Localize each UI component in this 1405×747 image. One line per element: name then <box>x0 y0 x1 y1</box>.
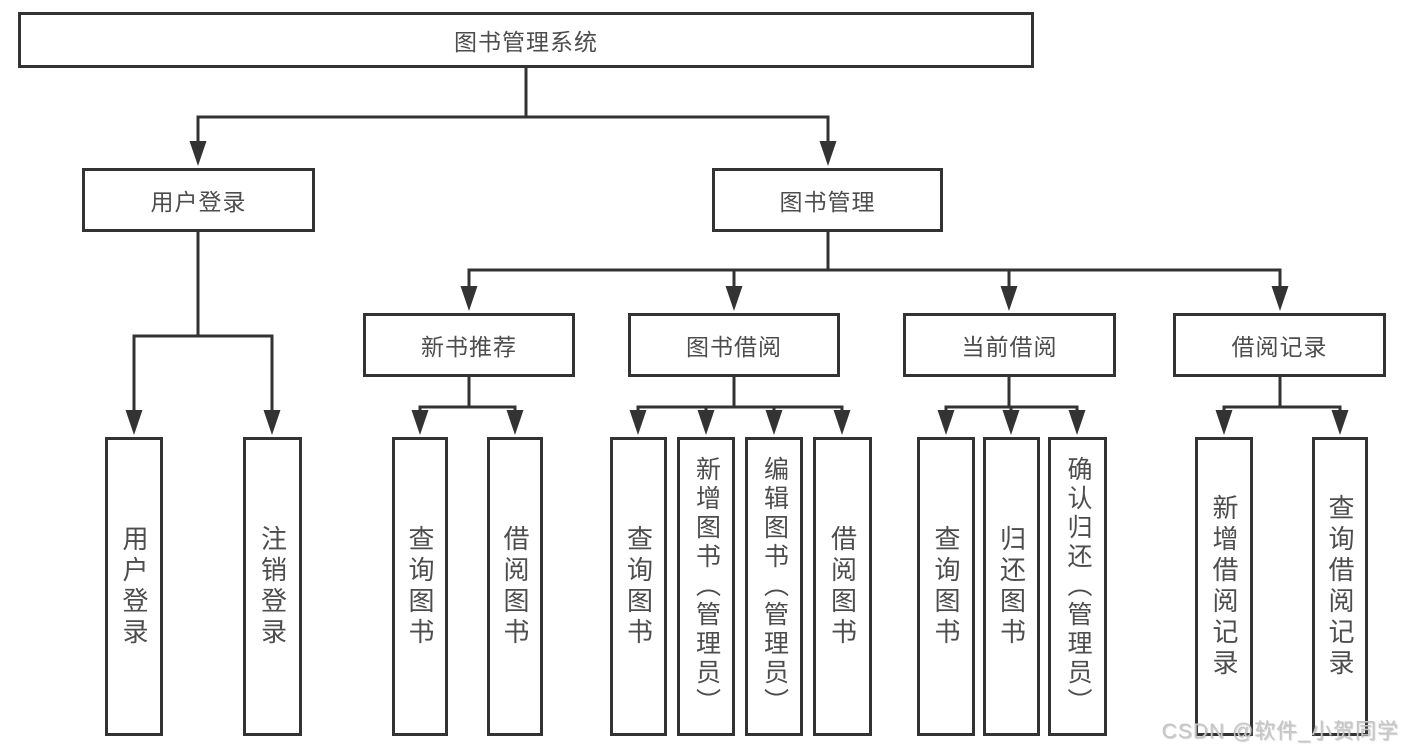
leaf-label: 借阅图书 <box>500 524 530 649</box>
leaf-add-borrow-record: 新增借阅记录 <box>1195 437 1253 736</box>
leaf-query-books-borrowing: 查询图书 <box>610 437 667 736</box>
leaf-label: 归还图书 <box>996 524 1027 649</box>
leaf-edit-books-admin: 编辑图书（管理员） <box>745 437 803 736</box>
leaf-label: 查询图书 <box>623 524 654 649</box>
arrowhead-icons <box>125 141 1349 435</box>
node-user-login: 用户登录 <box>82 168 315 232</box>
node-current-borrowing: 当前借阅 <box>903 313 1116 377</box>
node-label: 当前借阅 <box>961 334 1058 360</box>
leaf-label: 新增借阅记录 <box>1209 493 1239 680</box>
node-label: 新书推荐 <box>421 334 517 360</box>
leaf-query-books-current: 查询图书 <box>917 437 975 736</box>
leaf-query-books-recommend: 查询图书 <box>392 437 448 736</box>
leaf-label: 新增图书（管理员） <box>692 456 721 717</box>
node-label: 图书借阅 <box>686 334 782 360</box>
leaf-borrow-books-recommend: 借阅图书 <box>487 437 543 736</box>
leaf-add-books-admin: 新增图书（管理员） <box>677 437 735 736</box>
leaf-label: 用户登录 <box>119 524 149 649</box>
leaf-query-borrow-record: 查询借阅记录 <box>1312 437 1368 736</box>
node-new-book-recommendation: 新书推荐 <box>363 313 575 377</box>
node-label: 用户登录 <box>150 189 247 215</box>
node-book-management: 图书管理 <box>712 168 943 232</box>
leaf-label: 查询借阅记录 <box>1325 493 1355 680</box>
leaf-user-login: 用户登录 <box>105 437 163 736</box>
leaf-label: 编辑图书（管理员） <box>760 456 789 717</box>
leaf-label: 确认归还（管理员） <box>1064 456 1092 717</box>
leaf-return-books: 归还图书 <box>983 437 1040 736</box>
leaf-borrow-books-borrowing: 借阅图书 <box>813 437 872 736</box>
node-label: 图书管理 <box>779 189 876 215</box>
leaf-label: 注销登录 <box>257 524 288 649</box>
leaf-label: 查询图书 <box>405 524 435 649</box>
watermark: CSDN @软件_小贺同学 <box>1161 720 1399 743</box>
node-label: 图书管理系统 <box>454 29 598 55</box>
node-book-borrowing: 图书借阅 <box>628 313 840 377</box>
leaf-confirm-return-admin: 确认归还（管理员） <box>1048 437 1107 736</box>
node-library-management-system: 图书管理系统 <box>18 12 1034 68</box>
leaf-logout-login: 注销登录 <box>243 437 302 736</box>
node-label: 借阅记录 <box>1231 334 1328 360</box>
leaf-label: 借阅图书 <box>827 524 858 649</box>
leaf-label: 查询图书 <box>931 524 961 649</box>
node-borrowing-records: 借阅记录 <box>1173 313 1386 377</box>
